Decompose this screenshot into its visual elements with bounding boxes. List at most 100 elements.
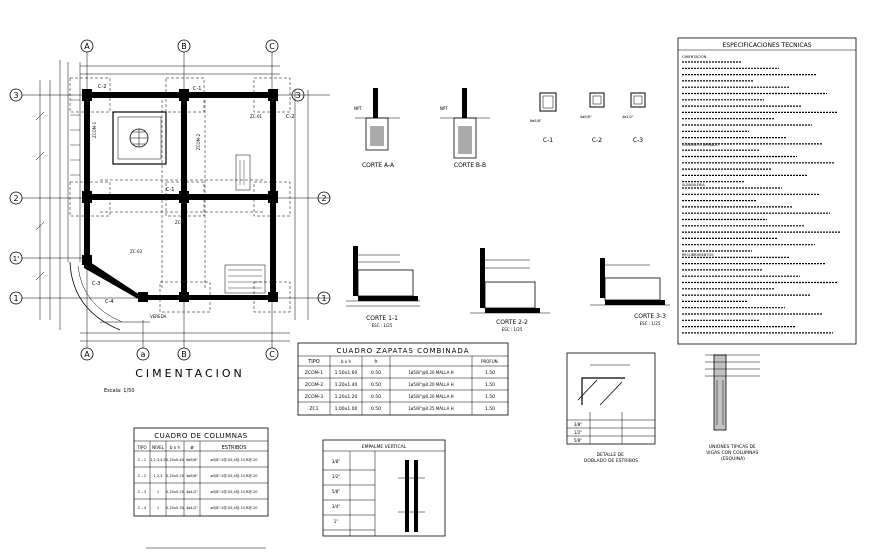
spec-lines <box>682 61 841 334</box>
zapata-cell: 0.50 <box>371 406 381 412</box>
section-2-2: CORTE 2-2 ESC : 1/25 <box>470 248 550 332</box>
svg-text:h: h <box>374 359 377 365</box>
svg-text:C-2: C-2 <box>592 137 602 144</box>
zapata-cell: ZCOM-1 <box>305 370 323 376</box>
zapata-cell: 1.20x1.20 <box>335 394 358 400</box>
columnas-table: CUADRO DE COLUMNAS TIPO NIVEL b x h ø ES… <box>133 427 269 517</box>
columna-cell: ø3/8":1@.05,4@.10,R@.20 <box>211 474 258 478</box>
svg-text:CORTE 1-1: CORTE 1-1 <box>366 315 398 322</box>
svg-text:NIVEL: NIVEL <box>152 445 164 450</box>
columna-cell: C - 3 <box>138 490 146 494</box>
svg-text:B: B <box>181 42 187 51</box>
svg-text:A: A <box>84 350 90 359</box>
uniones-tipicas: UNIONES TIPICAS DE VIGAS CON COLUMNAS (E… <box>705 354 760 462</box>
svg-text:UNIONES TIPICAS DE VIGAS: UNIONES TIPICAS DE VIGAS CON COLUMNAS (E… <box>706 444 760 462</box>
columna-cell: 1 <box>157 506 159 510</box>
svg-text:C-4: C-4 <box>105 299 113 305</box>
columna-cell: ø3/8":1@.05,4@.10,R@.20 <box>211 490 258 494</box>
stair-hatch <box>67 62 266 331</box>
columna-cell: 6ø5/8" <box>186 458 198 462</box>
svg-text:C-2: C-2 <box>98 84 106 90</box>
svg-text:ø: ø <box>190 445 193 451</box>
empalme-cell: 1" <box>334 519 339 524</box>
columna-cell: 0.25x0.40 <box>166 458 184 462</box>
svg-text:C-3: C-3 <box>633 137 643 144</box>
zapata-cell: 1ø5/8"@0.20 MALLA H <box>408 382 453 387</box>
svg-text:CORTE A-A: CORTE A-A <box>362 162 395 169</box>
svg-text:1/2": 1/2" <box>574 430 582 435</box>
axis-bottom: A a B C <box>80 320 279 361</box>
svg-text:TIPO: TIPO <box>307 359 320 365</box>
svg-text:C-1: C-1 <box>166 187 174 193</box>
columna-cell: 0.25x0.25 <box>166 490 184 494</box>
svg-text:1': 1' <box>13 255 19 263</box>
section-markers: C-2 C-1 C-1 C-3 C-4 C-2 ZC-01 ZC-02 ZC-0… <box>92 84 294 319</box>
svg-text:CUADRO ZAPATAS COMBINADA: CUADRO ZAPATAS COMBINADA <box>337 347 470 355</box>
svg-text:EMPALME VERTICAL: EMPALME VERTICAL <box>362 444 407 450</box>
columna-cell: 0.25x0.25 <box>166 474 184 478</box>
section-1-1: CORTE 1-1 ESC : 1/25 <box>346 246 420 328</box>
dimension-lines <box>35 60 309 342</box>
column-details: C-1 6ø5/8" C-2 4ø5/8" C-3 4ø1/2" <box>530 92 646 144</box>
svg-text:a: a <box>141 350 146 359</box>
zapatas-table: CUADRO ZAPATAS COMBINADA TIPO b x h h PR… <box>297 342 509 416</box>
svg-text:1: 1 <box>13 294 18 303</box>
zapata-cell: 1.50x1.60 <box>335 370 358 376</box>
columna-cell: 1,2,3 <box>154 474 163 478</box>
svg-text:ZC-02: ZC-02 <box>175 220 188 225</box>
svg-text:4ø1/2": 4ø1/2" <box>622 115 634 119</box>
zapata-cell: 1.50 <box>485 382 495 388</box>
svg-text:ZC-01: ZC-01 <box>250 114 263 119</box>
svg-text:ESPECIFICACIONES TECNICAS: ESPECIFICACIONES TECNICAS <box>722 42 811 49</box>
svg-text:ESC : 1/25: ESC : 1/25 <box>372 323 393 328</box>
svg-text:ESTRIBOS: ESTRIBOS <box>222 445 247 451</box>
svg-text:CORTE B-B: CORTE B-B <box>454 162 486 169</box>
columna-cell: 4ø1/2" <box>186 506 198 510</box>
svg-text:NPT: NPT <box>440 106 448 111</box>
zapata-cell: ZCOM-2 <box>305 382 323 388</box>
svg-text:C: C <box>269 42 275 51</box>
section-b-b: NPT CORTE B-B <box>440 88 490 169</box>
svg-text:PROFUN.: PROFUN. <box>481 359 499 364</box>
svg-text:ESC : 1/25: ESC : 1/25 <box>502 327 523 332</box>
svg-text:C: C <box>269 350 275 359</box>
zapata-cell: 1ø5/8"@0.20 MALLA H <box>408 394 453 399</box>
empalme-cell: 5/8" <box>332 489 340 494</box>
svg-text:RECUBRIMIENTOS: RECUBRIMIENTOS <box>682 253 714 257</box>
empalme-cell: 3/8" <box>332 459 340 464</box>
zapata-cell: 1.20x1.40 <box>335 382 358 388</box>
zapata-cell: 0.50 <box>371 394 381 400</box>
svg-text:C-1: C-1 <box>193 86 201 92</box>
columna-cell: 1 <box>157 490 159 494</box>
zapata-cell: ZCOM-3 <box>305 394 323 400</box>
zapata-cell: 1ø5/8"@0.25 MALLA H <box>408 406 453 411</box>
svg-text:4ø5/8": 4ø5/8" <box>580 115 592 119</box>
svg-text:TIPO: TIPO <box>136 445 146 450</box>
section-3-3: CORTE 3-3 ESC : 1/25 <box>590 258 670 326</box>
svg-text:3/8": 3/8" <box>574 422 582 427</box>
zapata-cell: 1.50 <box>485 406 495 412</box>
empalme-cell: 3/4" <box>332 504 340 509</box>
svg-text:CIMENTACION: CIMENTACION <box>682 55 707 59</box>
axis-right: 3 2 1 <box>291 88 331 305</box>
columna-cell: C - 4 <box>138 506 147 510</box>
zapata-cell: ZC1 <box>309 406 318 412</box>
svg-text:B: B <box>181 350 187 359</box>
svg-text:CORTE 2-2: CORTE 2-2 <box>496 319 528 326</box>
specifications-panel: ESPECIFICACIONES TECNICAS CIMENTACION CO… <box>677 37 857 345</box>
columna-cell: 4ø1/2" <box>186 490 198 494</box>
svg-text:C-1: C-1 <box>543 137 553 144</box>
svg-text:ZC-03: ZC-03 <box>130 249 143 254</box>
foundation-plan: A B C A a B C 3 <box>9 39 331 394</box>
svg-text:ZCOM-2: ZCOM-2 <box>196 133 201 150</box>
svg-text:C-3: C-3 <box>92 281 100 287</box>
svg-text:3: 3 <box>13 91 18 100</box>
svg-text:CORTE 3-3: CORTE 3-3 <box>634 313 666 320</box>
columna-cell: ø3/8":1@.05,4@.10,R@.20 <box>211 506 258 510</box>
svg-text:C-2: C-2 <box>286 114 294 120</box>
columna-cell: 4ø5/8" <box>186 474 198 478</box>
columns <box>82 89 278 302</box>
empalme-vertical: EMPALME VERTICAL 3/8"1/2"5/8"3/4"1" <box>322 439 446 537</box>
columna-cell: C - 1 <box>138 458 146 462</box>
